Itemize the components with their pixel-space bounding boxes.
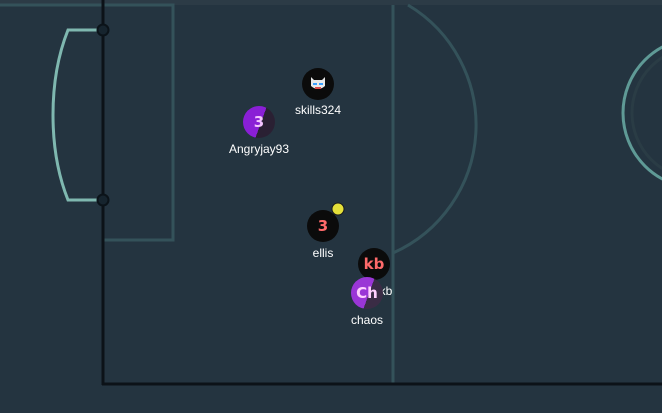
goal-post-bottom — [96, 193, 110, 207]
player-name-angryjay93: Angryjay93 — [228, 142, 290, 156]
center-arc — [392, 3, 478, 255]
player-name-ellis: ellis — [312, 246, 334, 260]
player-avatar-text: kb — [363, 255, 385, 273]
player-disc-angryjay93[interactable]: 3 — [243, 106, 275, 138]
player-name-skills324: skills324 — [294, 103, 342, 117]
goal-post-top — [96, 23, 110, 37]
player-name-chaos: chaos — [350, 313, 384, 327]
player-avatar-text: 3 — [317, 217, 329, 235]
penalty-box — [0, 3, 175, 242]
robot-mask-icon — [311, 77, 325, 89]
player-avatar-text: Ch — [356, 284, 378, 302]
player-avatar-text: 3 — [253, 113, 265, 131]
ball — [331, 202, 345, 216]
kickoff-circle — [621, 45, 662, 181]
kickoff-circle-inner — [630, 55, 662, 171]
player-disc-kb[interactable]: kb — [358, 248, 390, 280]
player-disc-ellis[interactable]: 3 — [307, 210, 339, 242]
top-edge — [0, 0, 662, 5]
player-disc-skills324[interactable] — [302, 68, 334, 100]
goal-net — [51, 28, 103, 202]
outside-bottom — [0, 386, 662, 413]
player-disc-chaos[interactable]: Ch — [351, 277, 383, 309]
